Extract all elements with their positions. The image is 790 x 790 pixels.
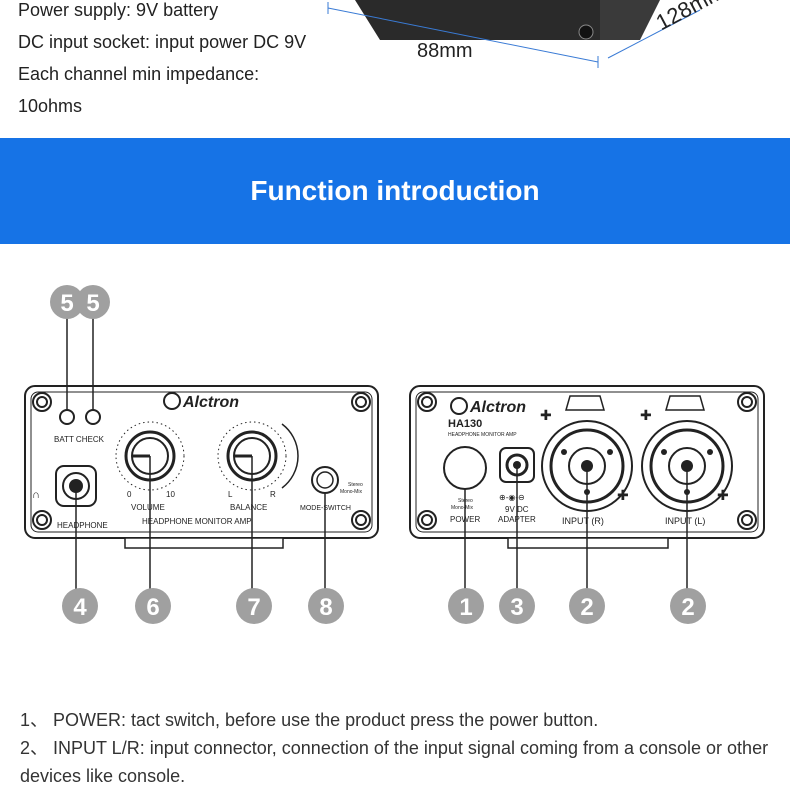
input-l-label: INPUT (L) — [665, 516, 705, 526]
svg-text:8: 8 — [319, 594, 332, 621]
svg-text:4: 4 — [73, 594, 87, 621]
svg-text:3: 3 — [510, 594, 523, 621]
front-brand-logo: Alctron — [182, 394, 239, 411]
brand-logo-icon — [163, 392, 181, 410]
svg-text:2: 2 — [681, 594, 694, 621]
front-panel-foot — [124, 537, 284, 549]
batt-led-left — [59, 409, 75, 425]
balance-label: BALANCE — [230, 503, 267, 512]
dc-polarity-icon: ⊕-◉-⊖ — [499, 493, 525, 502]
back-brand-logo: Alctron — [469, 399, 526, 416]
volume-max-label: 10 — [166, 490, 175, 499]
svg-text:5: 5 — [86, 290, 99, 317]
callout-mode: 8 — [308, 588, 344, 624]
screw-icon — [417, 510, 437, 530]
svg-text:1: 1 — [459, 594, 472, 621]
callout-headphone: 4 — [62, 588, 98, 624]
plus-screw-icon: ✚ — [617, 487, 629, 503]
width-dimension-line — [327, 7, 599, 63]
volume-min-label: 0 — [127, 490, 132, 499]
screw-icon — [32, 392, 52, 412]
callout-badges: 5 5 4 6 7 8 1 3 — [50, 285, 706, 624]
depth-dimension-line — [607, 9, 701, 59]
spec-power-supply: Power supply: 9V battery — [18, 0, 219, 20]
spec-impedance-value: 10ohms — [18, 96, 83, 116]
back-subtitle: HEADPHONE MONITOR AMP — [448, 432, 517, 438]
spec-impedance: Each channel min impedance: — [18, 64, 260, 84]
dimension-illustration — [327, 0, 701, 68]
callout-power: 1 — [448, 588, 484, 624]
callout-volume: 6 — [135, 588, 171, 624]
power-button — [443, 446, 487, 490]
section-title: Function introduction — [250, 175, 540, 206]
headphone-icon: ∩ — [32, 489, 40, 501]
function-descriptions: 1、 POWER: tact switch, before use the pr… — [20, 706, 780, 790]
device-bottom-view — [355, 0, 600, 40]
brand-logo-icon — [450, 397, 468, 415]
plus-screw-icon: ✚ — [540, 407, 552, 423]
specs-list: Power supply: 9V battery DC input socket… — [18, 0, 306, 122]
screw-icon — [351, 510, 371, 530]
width-label: 88mm — [417, 40, 473, 62]
description-power: 1、 POWER: tact switch, before use the pr… — [20, 710, 599, 730]
description-input: 2、 INPUT L/R: input connector, connectio… — [20, 738, 769, 786]
svg-text:6: 6 — [146, 594, 159, 621]
screw-icon — [351, 392, 371, 412]
mode-mono-label: Mono-Mix — [340, 489, 362, 495]
batt-check-label: BATT CHECK — [54, 435, 105, 444]
callout-batt-right: 5 — [76, 285, 110, 319]
batt-led-right — [85, 409, 101, 425]
balance-right-label: R — [270, 490, 276, 499]
front-panel: Alctron BATT CHECK ∩ HEADPHONE 0 10 VOLU… — [24, 385, 379, 549]
screw-icon — [32, 510, 52, 530]
callout-input-l: 2 — [670, 588, 706, 624]
balance-left-label: L — [228, 490, 233, 499]
back-panel-foot — [507, 537, 669, 549]
callout-input-r: 2 — [569, 588, 605, 624]
screw-icon — [417, 392, 437, 412]
front-subtitle: HEADPHONE MONITOR AMP — [142, 517, 252, 526]
device-side-view — [600, 0, 660, 40]
input-r-label: INPUT (R) — [562, 516, 604, 526]
volume-label: VOLUME — [131, 503, 165, 512]
svg-text:2: 2 — [580, 594, 593, 621]
power-mono-label: Mono-Mix — [451, 505, 473, 511]
mode-stereo-label: Stereo — [348, 482, 363, 488]
callout-batt-left: 5 — [50, 285, 84, 319]
screw-icon — [737, 510, 757, 530]
plus-screw-icon: ✚ — [640, 407, 652, 423]
back-panel: Alctron HA130 HEADPHONE MONITOR AMP Ster… — [409, 385, 765, 549]
callout-adapter: 3 — [499, 588, 535, 624]
svg-text:7: 7 — [247, 594, 260, 621]
plus-screw-icon: ✚ — [717, 487, 729, 503]
device-jack — [578, 24, 594, 40]
callout-balance: 7 — [236, 588, 272, 624]
screw-icon — [737, 392, 757, 412]
spec-dc-input: DC input socket: input power DC 9V — [18, 32, 307, 52]
callout-lines — [66, 318, 688, 592]
section-banner: Function introduction — [0, 138, 790, 244]
headphone-label: HEADPHONE — [57, 521, 108, 530]
svg-text:5: 5 — [60, 290, 73, 317]
back-model: HA130 — [448, 418, 482, 430]
function-diagram: Alctron BATT CHECK ∩ HEADPHONE 0 10 VOLU… — [24, 285, 765, 624]
